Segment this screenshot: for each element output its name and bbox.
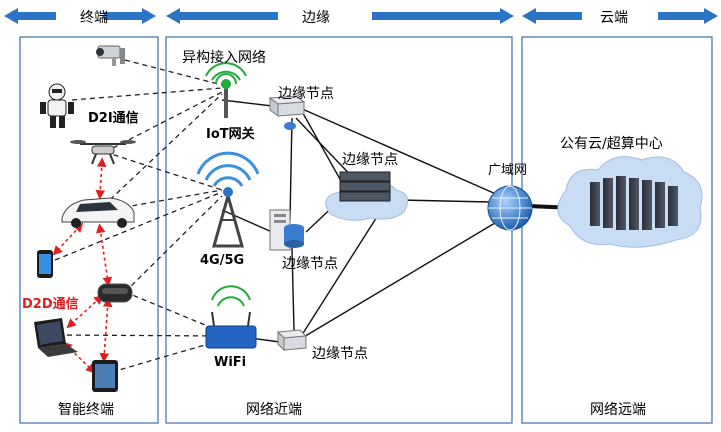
cloud-panel (521, 36, 713, 424)
label-edge-node-4: 边缘节点 (312, 346, 368, 362)
label-wan: 广域网 (488, 163, 527, 178)
label-d2d: D2D通信 (22, 296, 79, 312)
header-arrow-terminal (4, 8, 156, 24)
laptop-icon (34, 318, 78, 357)
label-edge-node-2: 边缘节点 (342, 152, 398, 168)
header-arrow-edge (166, 8, 514, 24)
panel-edge-label: 网络近端 (246, 402, 302, 418)
edge-links (221, 99, 506, 343)
label-wifi: WiFi (214, 355, 246, 370)
header-terminal: 终端 (80, 10, 108, 26)
panel-terminal-label: 智能终端 (58, 402, 114, 418)
camera-icon (96, 45, 125, 66)
wan-globe-icon (487, 185, 533, 231)
label-hetero-access: 异构接入网络 (182, 49, 266, 66)
iot-gateway-icon (205, 62, 247, 118)
drone-icon (70, 140, 136, 165)
edge-node-server-mid (269, 209, 304, 251)
panel-cloud-label: 网络远端 (590, 402, 646, 418)
label-cloud-center: 公有云/超算中心 (560, 136, 663, 152)
label-d2i: D2I通信 (88, 110, 139, 126)
robot-icon (40, 83, 74, 128)
edge-node-server-top (268, 95, 306, 130)
label-edge-node-3: 边缘节点 (282, 256, 338, 272)
smartphone-icon (37, 250, 53, 278)
edge-node-cloud-server (325, 171, 409, 221)
cell-tower-icon (196, 151, 260, 248)
wifi-router-icon (205, 285, 257, 349)
header-cloud: 云端 (600, 10, 628, 26)
label-edge-node-1: 边缘节点 (278, 86, 334, 102)
tablet-icon (92, 360, 118, 392)
car-icon (61, 197, 135, 228)
vr-headset-icon (97, 283, 133, 303)
header-edge: 边缘 (302, 10, 330, 26)
public-cloud-datacenter (557, 156, 703, 248)
terminal-panel (19, 36, 159, 424)
label-iot-gateway: IoT网关 (206, 126, 255, 142)
label-cellular: 4G/5G (200, 253, 244, 268)
header-arrow-cloud (522, 8, 718, 24)
edge-node-server-bottom (276, 329, 308, 352)
